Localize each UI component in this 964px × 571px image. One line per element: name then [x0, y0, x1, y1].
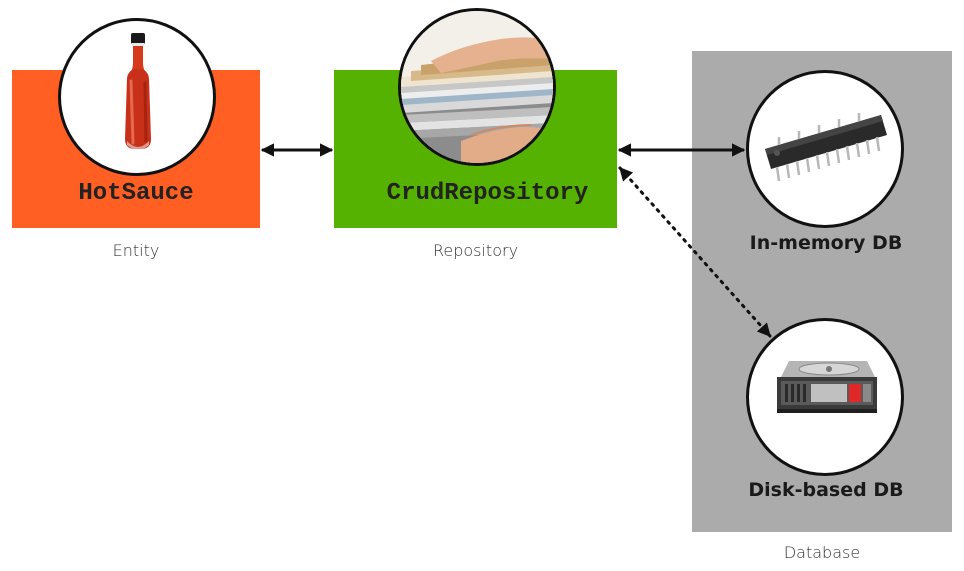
memory-chip-icon — [765, 113, 887, 182]
repository-name: CrudRepository — [386, 180, 589, 207]
repository-caption: Repository — [432, 241, 519, 260]
hot-sauce-bottle-icon — [125, 33, 151, 150]
memory-chip-circle — [746, 70, 904, 228]
database-caption: Database — [783, 543, 861, 562]
disk-db-label: Disk-based DB — [748, 479, 904, 501]
hard-disk-circle — [746, 318, 904, 476]
hard-disk-icon — [777, 361, 877, 413]
papers-circle — [398, 8, 556, 166]
entity-caption: Entity — [112, 241, 160, 260]
in-memory-db-label: In-memory DB — [749, 232, 903, 254]
entity-name: HotSauce — [78, 180, 194, 207]
hot-sauce-circle — [58, 18, 216, 176]
stack-of-papers-icon — [401, 11, 553, 163]
repository-box: CrudRepository — [334, 70, 617, 228]
